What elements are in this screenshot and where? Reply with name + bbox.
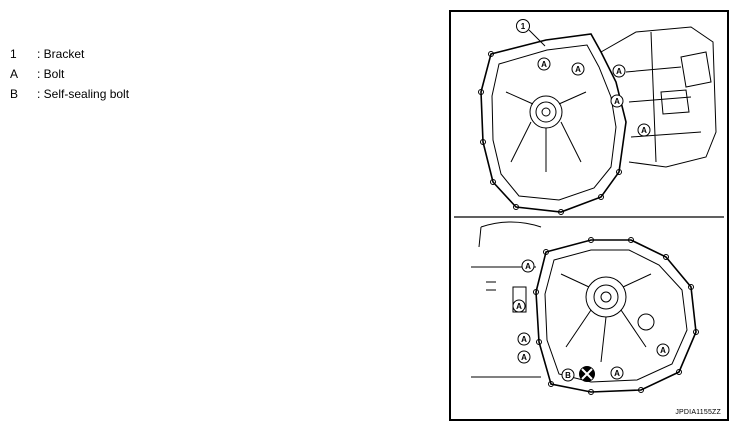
callout-bolt: A bbox=[517, 350, 531, 364]
legend-row-self-sealing-bolt: B : Self-sealing bolt bbox=[10, 84, 129, 104]
callout-bolt: A bbox=[521, 259, 535, 273]
legend-row-bolt: A : Bolt bbox=[10, 64, 129, 84]
top-housing-drawing bbox=[478, 26, 717, 215]
diagram-canvas: 1 A A A A A A A A A B A A bbox=[454, 19, 724, 395]
transmission-diagram: 1 A A A A A A A A A B A A JPDIA1155ZZ bbox=[449, 10, 729, 421]
legend-key: 1 bbox=[10, 47, 17, 61]
legend-text: : Self-sealing bolt bbox=[37, 87, 130, 101]
callout-label: B bbox=[565, 371, 571, 380]
callout-self-sealing-bolt: B bbox=[561, 368, 575, 382]
callout-bolt: A bbox=[517, 332, 531, 346]
callout-label: A bbox=[641, 126, 647, 135]
legend-key: B bbox=[10, 87, 19, 101]
legend: 1 : Bracket A : Bolt B : Self-sealing bo… bbox=[10, 44, 129, 104]
callout-label: A bbox=[541, 60, 547, 69]
callout-bracket: 1 bbox=[516, 19, 546, 47]
legend-text: : Bracket bbox=[37, 47, 85, 61]
callout-label: 1 bbox=[521, 22, 526, 31]
legend-text: : Bolt bbox=[37, 67, 65, 81]
callout-bolt: A bbox=[610, 366, 624, 380]
callout-bolt: A bbox=[512, 299, 526, 313]
legend-key: A bbox=[10, 67, 19, 81]
callout-label: A bbox=[521, 353, 527, 362]
callout-label: A bbox=[614, 369, 620, 378]
callout-label: A bbox=[614, 97, 620, 106]
callout-label: A bbox=[575, 65, 581, 74]
figure-id: JPDIA1155ZZ bbox=[675, 409, 721, 416]
callout-bolt: A bbox=[656, 343, 670, 357]
callout-bolt: A bbox=[537, 57, 551, 71]
callout-bolt: A bbox=[571, 62, 585, 76]
callout-label: A bbox=[616, 67, 622, 76]
callout-label: A bbox=[516, 302, 522, 311]
self-sealing-bolt-x-icon bbox=[579, 366, 595, 382]
bottom-housing-drawing bbox=[471, 221, 699, 395]
callout-label: A bbox=[660, 346, 666, 355]
legend-row-bracket: 1 : Bracket bbox=[10, 44, 129, 64]
callout-bolt: A bbox=[612, 64, 626, 78]
callout-bolt: A bbox=[610, 94, 624, 108]
callout-bolt: A bbox=[637, 123, 651, 137]
callout-label: A bbox=[521, 335, 527, 344]
callout-label: A bbox=[525, 262, 531, 271]
